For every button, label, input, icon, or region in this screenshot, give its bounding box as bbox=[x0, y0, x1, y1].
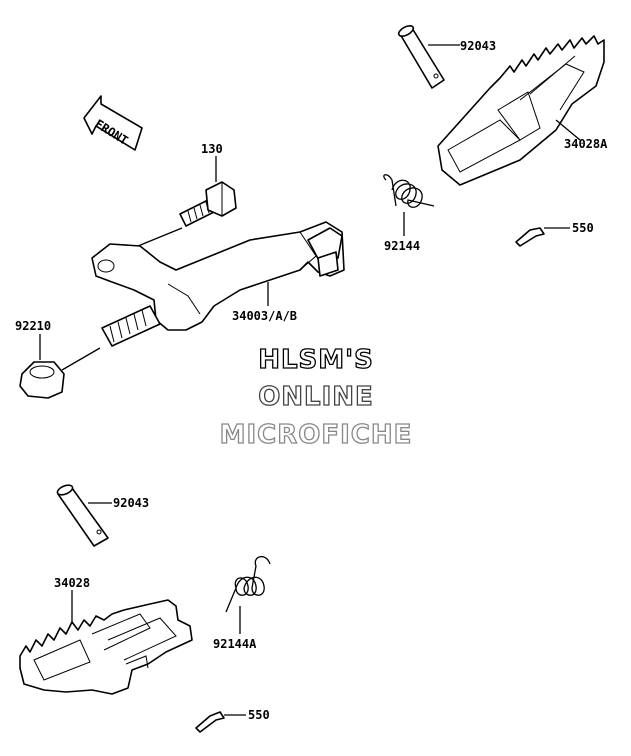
bolt bbox=[179, 156, 237, 227]
label-nut: 92210 bbox=[15, 319, 51, 333]
label-pin-bottom: 92043 bbox=[113, 496, 149, 510]
front-arrow-icon: FRONT bbox=[83, 95, 143, 151]
label-bolt: 130 bbox=[201, 142, 223, 156]
label-pin-top: 92043 bbox=[460, 39, 496, 53]
cotter-bottom bbox=[195, 711, 246, 733]
pin-bottom bbox=[56, 484, 112, 547]
footpeg-right bbox=[437, 35, 605, 186]
pin-top bbox=[397, 25, 460, 89]
watermark-line3: MICROFICHE bbox=[220, 420, 413, 450]
label-spring-bottom: 92144A bbox=[213, 637, 257, 651]
spring-top bbox=[383, 174, 435, 236]
label-cotter-bottom: 550 bbox=[248, 708, 270, 722]
label-footpeg-right: 34028A bbox=[564, 137, 608, 151]
cotter-top bbox=[515, 227, 570, 247]
label-footpeg-left: 34028 bbox=[54, 576, 90, 590]
watermark-line1: HLSM'S bbox=[258, 345, 374, 375]
label-cotter-top: 550 bbox=[572, 221, 594, 235]
label-spring-top: 92144 bbox=[384, 239, 420, 253]
spring-bottom bbox=[225, 556, 271, 634]
nut bbox=[19, 334, 101, 399]
watermark-line2: ONLINE bbox=[258, 382, 374, 412]
label-bracket: 34003/A/B bbox=[232, 309, 297, 323]
footpeg-left bbox=[19, 590, 193, 695]
watermark: HLSM'S ONLINE MICROFICHE bbox=[219, 344, 413, 450]
bracket bbox=[91, 221, 345, 347]
